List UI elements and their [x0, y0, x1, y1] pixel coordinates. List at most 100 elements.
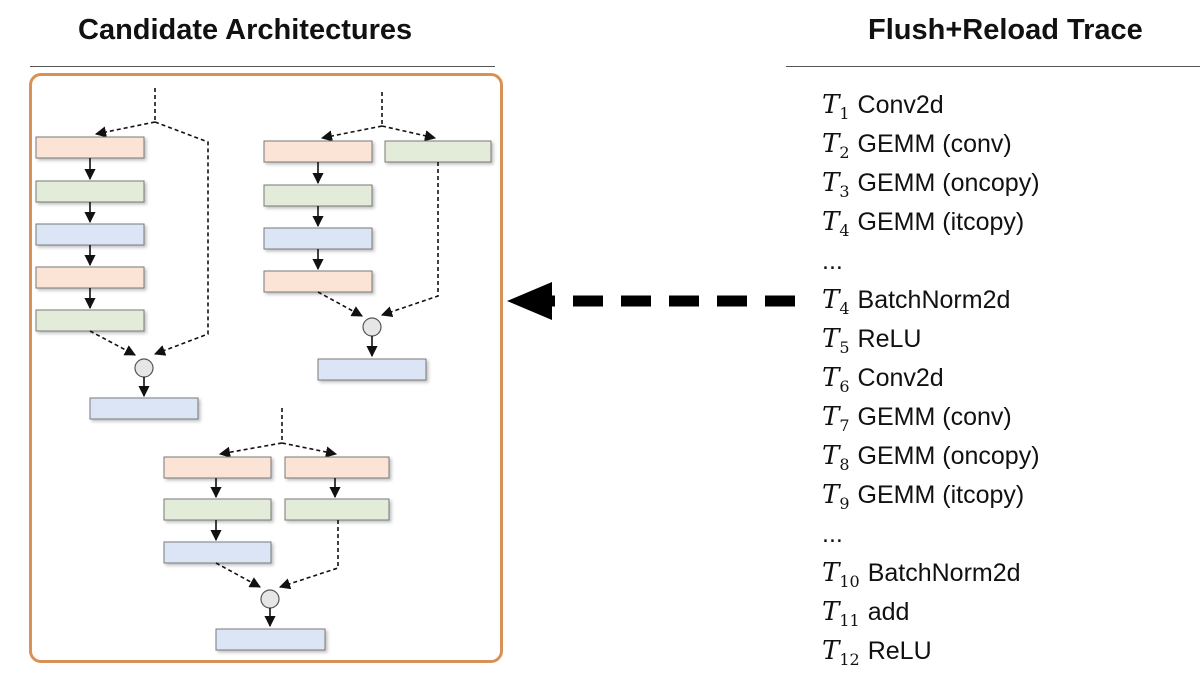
trace-symbol: T — [822, 636, 840, 666]
layer-block — [35, 223, 145, 246]
trace-operation: ReLU — [857, 325, 922, 353]
trace-entry: T6 Conv2d — [822, 359, 1040, 398]
trace-index: 2 — [839, 143, 850, 162]
trace-operation: GEMM (conv) — [857, 403, 1012, 431]
flush-reload-trace-title: Flush+Reload Trace — [868, 14, 1143, 46]
layer-block — [89, 397, 199, 420]
layer-block — [163, 541, 272, 564]
trace-entry: T9 GEMM (itcopy) — [822, 476, 1040, 515]
match-arrow-head — [507, 282, 552, 320]
merge-arrow — [89, 330, 136, 356]
trace-entry: T2 GEMM (conv) — [822, 125, 1040, 164]
trace-symbol: T — [822, 168, 840, 198]
trace-index: 10 — [839, 572, 860, 591]
layer-block — [284, 456, 390, 479]
trace-operation: GEMM (oncopy) — [857, 169, 1040, 197]
branch-arrow — [381, 125, 437, 142]
add-node — [260, 589, 280, 609]
trace-index: 7 — [839, 416, 850, 435]
trace-index: 8 — [839, 455, 850, 474]
architecture-2 — [263, 92, 492, 381]
left-title-rule — [30, 66, 495, 67]
trace-symbol: T — [822, 558, 840, 588]
layer-block — [35, 266, 145, 289]
layer-block — [35, 136, 145, 159]
trace-index: 1 — [839, 104, 850, 123]
layer-block — [35, 309, 145, 332]
trace-index: 9 — [839, 494, 850, 513]
trace-entry: T1 Conv2d — [822, 86, 1040, 125]
trace-symbol: T — [822, 363, 840, 393]
add-node — [134, 358, 154, 378]
trace-index: 3 — [839, 182, 850, 201]
trace-operation: GEMM (oncopy) — [857, 442, 1040, 470]
trace-entry: T7 GEMM (conv) — [822, 398, 1040, 437]
branch-arrow — [94, 121, 156, 138]
trace-entry: T4 GEMM (itcopy) — [822, 203, 1040, 242]
trace-operation: ReLU — [867, 637, 932, 665]
trace-symbol: T — [822, 324, 840, 354]
merge-arrow — [317, 291, 363, 317]
trace-operation: ... — [822, 520, 843, 548]
layer-block — [263, 184, 373, 207]
trace-symbol: T — [822, 90, 840, 120]
trace-entry: T5 ReLU — [822, 320, 1040, 359]
trace-symbol: T — [822, 480, 840, 510]
trace-entry: T11 add — [822, 593, 1040, 632]
trace-index: 4 — [839, 299, 850, 318]
architecture-3 — [163, 408, 390, 651]
layer-block — [163, 456, 272, 479]
skip-connection — [380, 162, 439, 318]
trace-entry: T8 GEMM (oncopy) — [822, 437, 1040, 476]
trace-entry: T10 BatchNorm2d — [822, 554, 1040, 593]
trace-entry: T3 GEMM (oncopy) — [822, 164, 1040, 203]
skip-connection — [153, 121, 209, 356]
trace-operation: GEMM (itcopy) — [857, 481, 1025, 509]
layer-block — [163, 498, 272, 521]
layer-block — [263, 227, 373, 250]
add-node — [362, 317, 382, 337]
trace-index: 11 — [839, 611, 860, 630]
trace-index: 4 — [839, 221, 850, 240]
trace-symbol: T — [822, 402, 840, 432]
trace-operation: ... — [822, 247, 843, 275]
right-title-rule — [786, 66, 1200, 67]
trace-operation: Conv2d — [857, 364, 944, 392]
match-arrow — [507, 282, 795, 320]
trace-symbol: T — [822, 597, 840, 627]
layer-block — [317, 358, 427, 381]
trace-index: 12 — [839, 650, 860, 669]
trace-entry: T12 ReLU — [822, 632, 1040, 671]
branch-arrow — [281, 442, 338, 458]
trace-index: 6 — [839, 377, 850, 396]
merge-arrow — [215, 562, 261, 588]
trace-operation: GEMM (itcopy) — [857, 208, 1025, 236]
trace-symbol: T — [822, 441, 840, 471]
skip-connection — [278, 520, 339, 590]
trace-entry: T4 BatchNorm2d — [822, 281, 1040, 320]
layer-block — [35, 180, 145, 203]
trace-operation: BatchNorm2d — [857, 286, 1011, 314]
layer-block — [384, 140, 492, 163]
trace-operation: add — [867, 598, 910, 626]
trace-symbol: T — [822, 129, 840, 159]
trace-operation: GEMM (conv) — [857, 130, 1012, 158]
trace-entry: ... — [822, 515, 1040, 554]
trace-operation: BatchNorm2d — [867, 559, 1021, 587]
candidate-architectures-title: Candidate Architectures — [78, 14, 413, 46]
candidate-architectures-frame — [29, 73, 503, 663]
branch-arrow — [218, 442, 283, 458]
layer-block — [263, 140, 373, 163]
trace-operation: Conv2d — [857, 91, 944, 119]
trace-index: 5 — [839, 338, 850, 357]
branch-arrow — [320, 125, 383, 142]
layer-block — [284, 498, 390, 521]
trace-symbol: T — [822, 207, 840, 237]
architecture-1 — [35, 88, 209, 420]
trace-entry: ... — [822, 242, 1040, 281]
layer-block — [263, 270, 373, 293]
layer-block — [215, 628, 326, 651]
trace-symbol: T — [822, 285, 840, 315]
